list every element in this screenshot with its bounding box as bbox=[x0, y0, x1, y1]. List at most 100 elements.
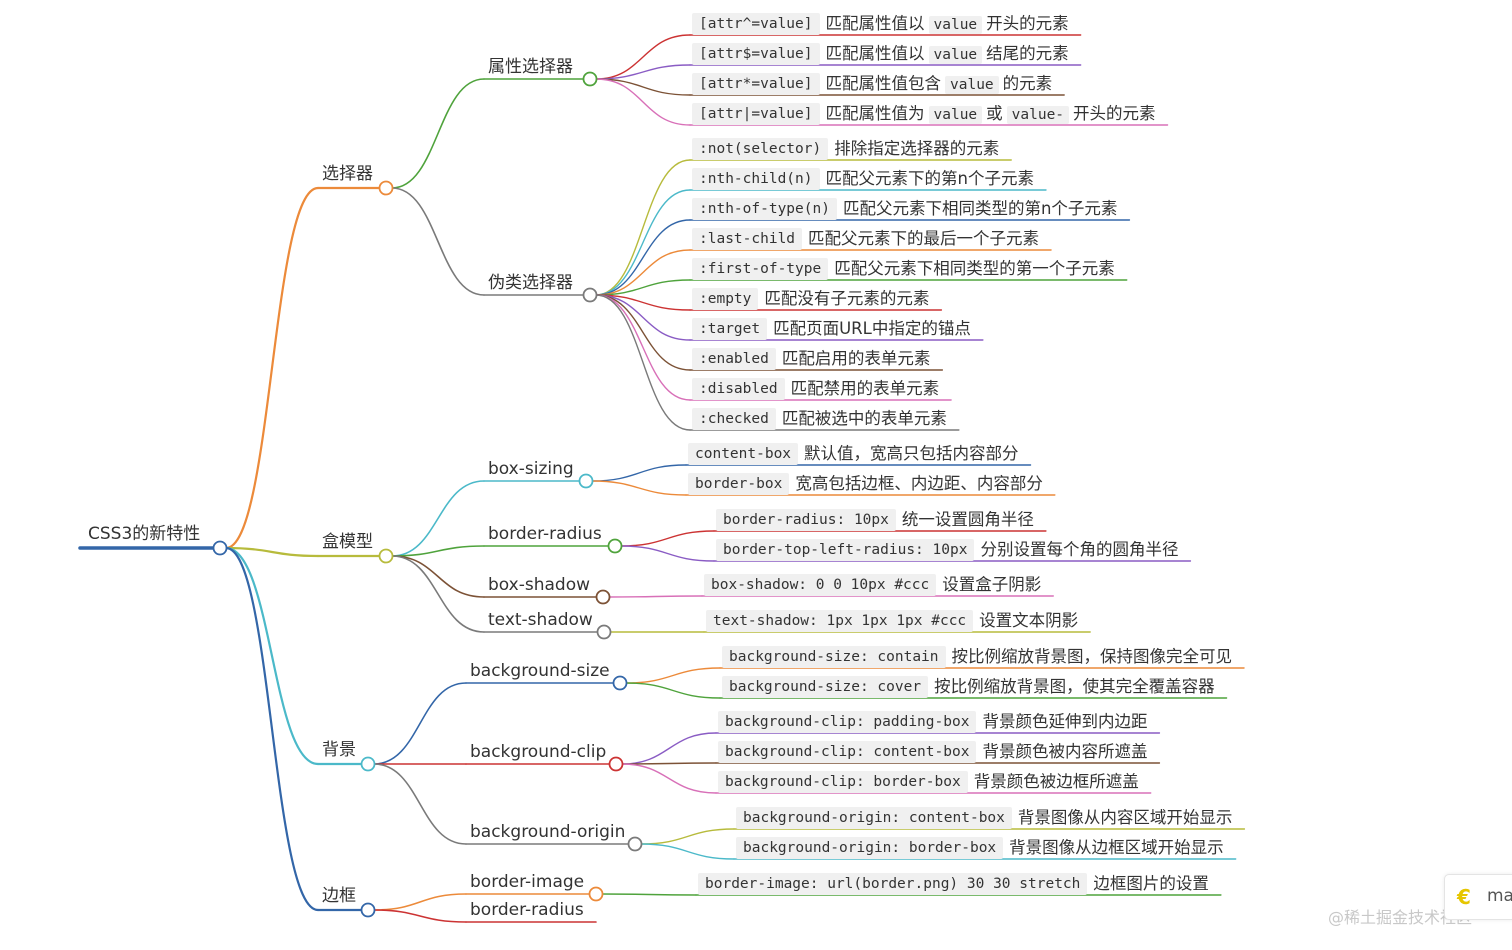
sub-textshadow[interactable]: text-shadow bbox=[488, 610, 593, 630]
sub-bgorigin[interactable]: background-origin bbox=[470, 822, 626, 842]
desc-text: 背景图像从内容区域开始显示 bbox=[1017, 808, 1233, 827]
circle-attr[interactable] bbox=[582, 71, 598, 87]
desc-text: 匹配页面URL中指定的锚点 bbox=[773, 319, 971, 338]
sub-bgclip[interactable]: background-clip bbox=[470, 742, 607, 762]
leaf-bgclip-2[interactable]: background-clip: border-box 背景颜色被边框所遮盖 bbox=[718, 769, 1139, 795]
root-node-circle[interactable] bbox=[212, 540, 228, 556]
branch-border[interactable]: 边框 bbox=[322, 886, 356, 906]
sub-pseudo[interactable]: 伪类选择器 bbox=[488, 273, 573, 293]
leaf-code: :empty bbox=[692, 288, 759, 310]
mini-panel[interactable]: € ma bbox=[1444, 874, 1512, 920]
edge-leaf-pseudo-2 bbox=[595, 219, 691, 296]
leaf-code: :disabled bbox=[692, 378, 785, 400]
edge-bg-bgorigin bbox=[373, 763, 467, 845]
desc-text: 结尾的元素 bbox=[986, 44, 1069, 63]
leaf-pseudo-1[interactable]: :nth-child(n)匹配父元素下的第n个子元素 bbox=[692, 166, 1034, 192]
circle-bgorigin[interactable] bbox=[627, 836, 643, 852]
root-node[interactable]: CSS3的新特性 bbox=[88, 524, 201, 544]
edge-box-borderradius bbox=[391, 545, 485, 557]
node-circles bbox=[212, 71, 643, 918]
leaf-borderimage-0[interactable]: border-image: url(border.png) 30 30 stre… bbox=[698, 871, 1209, 897]
branch-bg[interactable]: 背景 bbox=[322, 740, 356, 760]
desc-text: 设置盒子阴影 bbox=[942, 575, 1042, 594]
circle-textshadow[interactable] bbox=[596, 624, 612, 640]
sub-boxshadow[interactable]: box-shadow bbox=[488, 575, 591, 595]
sub-boxsizing[interactable]: box-sizing bbox=[488, 459, 574, 479]
edge-selector-attr bbox=[391, 78, 485, 189]
sub-attr[interactable]: 属性选择器 bbox=[488, 57, 573, 77]
leaf-code: background-size: contain bbox=[722, 646, 946, 668]
circle-borderimage[interactable] bbox=[588, 886, 604, 902]
desc-text: 开头的元素 bbox=[1073, 104, 1156, 123]
circle-selector[interactable] bbox=[378, 180, 394, 196]
node-underlines bbox=[78, 34, 1246, 923]
edge-leaf-pseudo-9 bbox=[595, 294, 691, 431]
desc-text: 排除指定选择器的元素 bbox=[834, 139, 1000, 158]
edge-leaf-borderimage-0 bbox=[601, 893, 697, 896]
edge-leaf-bgorigin-0 bbox=[640, 828, 735, 845]
sub-borderradius[interactable]: border-radius bbox=[488, 524, 602, 544]
leaf-description: 背景颜色延伸到内边距 bbox=[982, 712, 1147, 732]
circle-bgclip[interactable] bbox=[608, 756, 624, 772]
leaf-description: 背景颜色被边框所遮盖 bbox=[974, 772, 1139, 792]
circle-borderradius[interactable] bbox=[607, 538, 623, 554]
circle-boxsizing[interactable] bbox=[578, 473, 594, 489]
edge-leaf-bgclip-0 bbox=[621, 732, 717, 765]
circle-box[interactable] bbox=[378, 548, 394, 564]
edge-leaf-pseudo-4 bbox=[595, 279, 691, 296]
leaf-pseudo-5[interactable]: :empty 匹配没有子元素的元素 bbox=[692, 286, 929, 312]
leaf-description: 匹配启用的表单元素 bbox=[782, 349, 931, 369]
edge-leaf-pseudo-8 bbox=[595, 294, 691, 401]
sub-borderimage[interactable]: border-image bbox=[470, 872, 585, 892]
edge-leaf-pseudo-6 bbox=[595, 294, 691, 341]
leaf-pseudo-2[interactable]: :nth-of-type(n)匹配父元素下相同类型的第n个子元素 bbox=[692, 196, 1117, 222]
desc-text: 匹配没有子元素的元素 bbox=[764, 289, 930, 308]
edge-leaf-borderradius-1 bbox=[620, 545, 715, 562]
circle-pseudo[interactable] bbox=[582, 287, 598, 303]
desc-text: 匹配属性值以 bbox=[825, 14, 925, 33]
sub-borderradius2[interactable]: border-radius bbox=[470, 900, 584, 920]
leaf-code: background-clip: border-box bbox=[718, 771, 968, 793]
leaf-pseudo-0[interactable]: :not(selector)排除指定选择器的元素 bbox=[692, 136, 999, 162]
circle-border[interactable] bbox=[360, 902, 376, 918]
desc-text: 匹配启用的表单元素 bbox=[781, 349, 931, 368]
desc-text: 匹配属性值以 bbox=[825, 44, 925, 63]
leaf-description: 匹配父元素下相同类型的第n个子元素 bbox=[843, 199, 1117, 219]
desc-text: 匹配父元素下的第n个子元素 bbox=[825, 169, 1034, 188]
circle-boxshadow[interactable] bbox=[595, 589, 611, 605]
leaf-description: 设置文本阴影 bbox=[979, 611, 1078, 631]
edge-leaf-borderradius-0 bbox=[620, 530, 715, 547]
circle-bg[interactable] bbox=[360, 756, 376, 772]
leaf-code: [attr^=value] bbox=[692, 13, 820, 35]
inline-code: value bbox=[928, 46, 983, 64]
leaf-code: border-image: url(border.png) 30 30 stre… bbox=[698, 873, 1088, 895]
sub-bgsize[interactable]: background-size bbox=[470, 661, 610, 681]
branch-selector[interactable]: 选择器 bbox=[322, 164, 373, 184]
leaf-code: border-radius: 10px bbox=[716, 509, 896, 531]
logo-icon: € bbox=[1457, 885, 1471, 909]
branch-box[interactable]: 盒模型 bbox=[322, 532, 373, 552]
circle-bgsize[interactable] bbox=[612, 675, 628, 691]
